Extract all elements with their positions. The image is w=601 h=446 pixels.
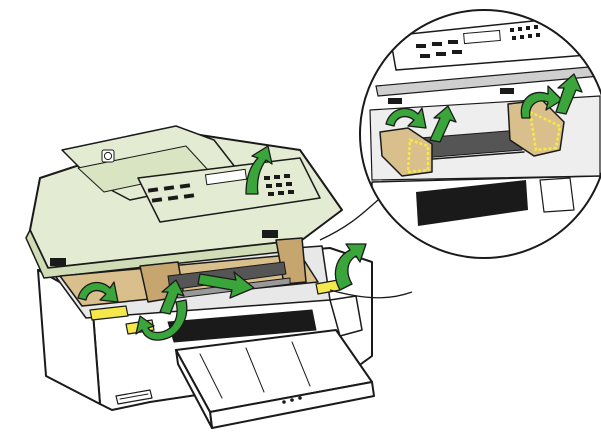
- main-arrows: [77, 145, 367, 341]
- detail-hinge-left: [388, 98, 402, 104]
- detail-tape-right: [528, 109, 562, 152]
- scanner-lid: [25, 125, 343, 279]
- detail-rail: [419, 151, 525, 161]
- control-panel: [137, 157, 321, 223]
- lift-arrow-icon: [555, 73, 583, 115]
- rotate-arrow-icon: [77, 281, 119, 303]
- detail-cardboard-left: [379, 127, 433, 177]
- detail-circle-border: [359, 9, 601, 259]
- rotate-arrow-icon: [385, 107, 427, 129]
- tray-rib-2: [245, 347, 265, 393]
- detail-panel-display: [463, 29, 501, 45]
- panel-display: [204, 168, 248, 186]
- lid-hinge-left: [50, 258, 66, 266]
- card-slot-line: [119, 393, 149, 400]
- hp-logo-icon: [101, 149, 115, 163]
- callout-lines: [319, 199, 413, 299]
- detail-output-slot: [416, 180, 528, 226]
- detail-side-bump: [539, 177, 575, 213]
- rotate-arrow-icon: [334, 243, 367, 291]
- callout-line-bottom: [329, 289, 413, 299]
- lid-hinge-right: [262, 230, 278, 238]
- detail-view: [359, 9, 601, 259]
- detail-hinge-right: [500, 88, 514, 94]
- tray-rib-3: [291, 341, 311, 387]
- paper-tray: [175, 329, 375, 429]
- tray-dot-3: [298, 396, 302, 400]
- tray-dot-1: [282, 400, 286, 404]
- pull-arrow-icon: [197, 271, 255, 299]
- rotate-arrow-icon: [520, 85, 563, 119]
- tray-left-side: [175, 349, 213, 429]
- rotate-arrow-icon: [135, 299, 188, 341]
- tray-rib-1: [199, 353, 223, 399]
- lift-arrow-icon: [245, 145, 273, 195]
- lift-arrow-icon: [159, 279, 185, 315]
- tray-dot-2: [290, 398, 294, 402]
- panel-buttons: [147, 174, 294, 203]
- packing-material: [59, 237, 341, 321]
- detail-panel-buttons: [416, 25, 540, 58]
- printer-right-bump: [329, 295, 363, 337]
- callout-line-top: [319, 199, 379, 241]
- tape-left: [89, 305, 129, 321]
- lift-arrow-icon: [429, 105, 457, 143]
- detail-tape-left: [406, 138, 430, 174]
